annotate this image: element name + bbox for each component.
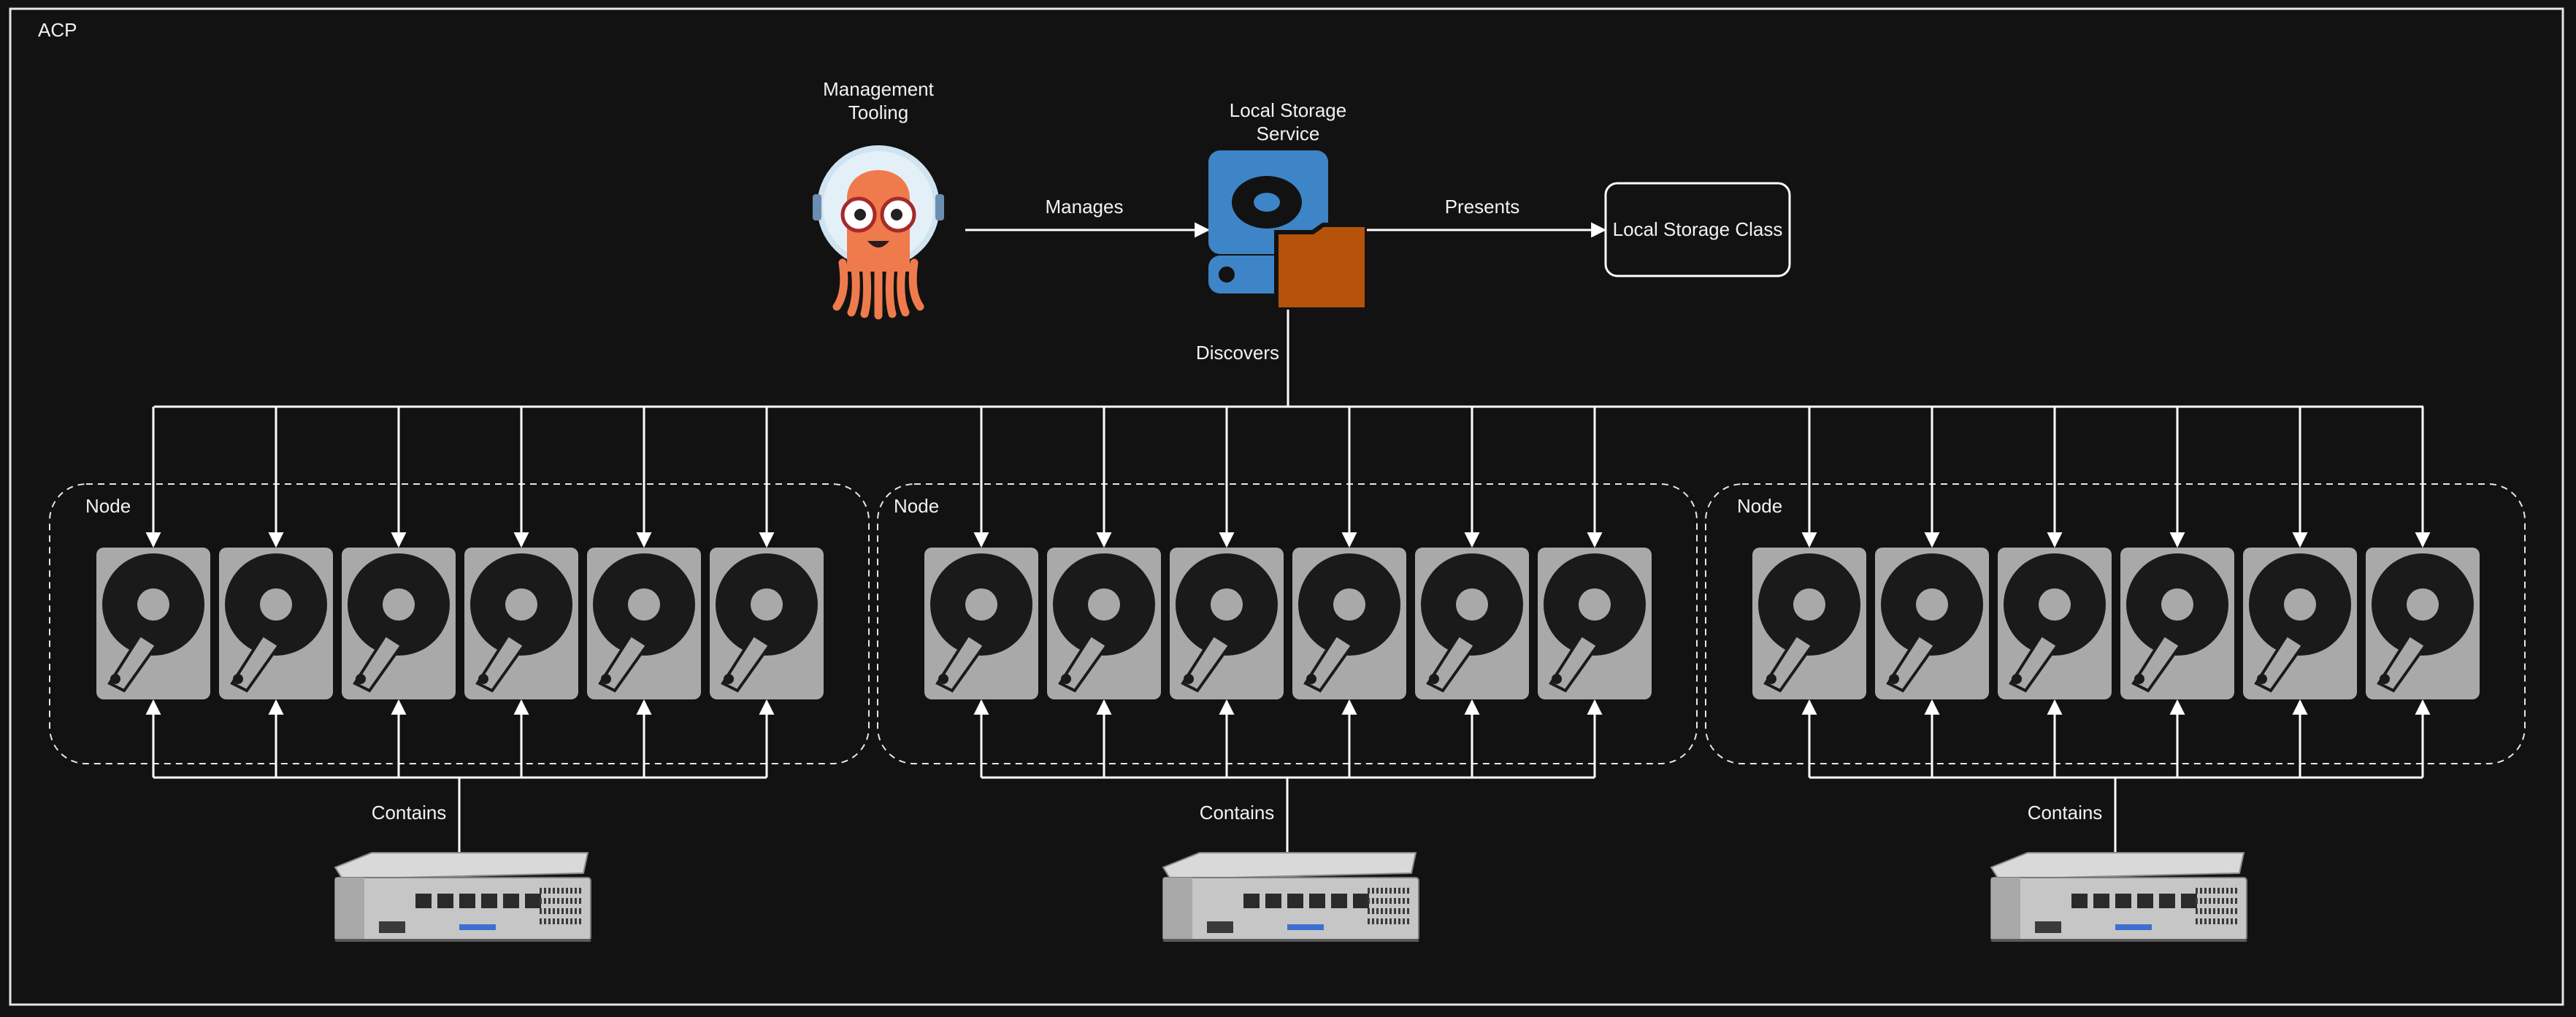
node-container-1: [49, 483, 870, 764]
hard-disk-icon: [1752, 548, 1866, 699]
management-label-line2: Tooling: [848, 101, 908, 123]
hard-disk-icon: [1875, 548, 1989, 699]
octopus-mascot-icon[interactable]: [813, 145, 944, 320]
hard-disk-icon: [2366, 548, 2480, 699]
discovers-label: Discovers: [1196, 342, 1279, 364]
presents-label: Presents: [1445, 196, 1520, 218]
hard-disk-icon: [1415, 548, 1529, 699]
hard-disk-icon: [464, 548, 578, 699]
node-container-3: [1705, 483, 2526, 764]
contains-label-1: Contains: [372, 802, 447, 824]
contains-label-2: Contains: [1200, 802, 1275, 824]
node-label-1: Node: [85, 495, 131, 517]
storage-class-label: Local Storage Class: [1613, 218, 1783, 240]
storage-folder-icon[interactable]: [1208, 150, 1369, 312]
nodes-layer: [49, 407, 2526, 942]
node-group-3: [1705, 407, 2526, 942]
hard-disk-icon: [1170, 548, 1284, 699]
node-group-2: [877, 407, 1698, 942]
server-chassis-icon: [1990, 852, 2247, 942]
hard-disk-icon: [2243, 548, 2357, 699]
hard-disk-icon: [587, 548, 701, 699]
management-label-line1: Management: [823, 78, 935, 100]
manages-label: Manages: [1046, 196, 1124, 218]
node-label-3: Node: [1737, 495, 1782, 517]
storage-service-label-line1: Local Storage: [1230, 99, 1346, 121]
storage-class-box[interactable]: [1604, 182, 1791, 277]
hard-disk-icon: [96, 548, 210, 699]
hard-disk-icon: [219, 548, 333, 699]
node-container-2: [877, 483, 1698, 764]
hard-disk-icon: [1047, 548, 1161, 699]
acp-label: ACP: [38, 19, 77, 41]
hard-disk-icon: [2120, 548, 2234, 699]
hard-disk-icon: [924, 548, 1038, 699]
hard-disk-icon: [342, 548, 456, 699]
server-chassis-icon: [1162, 852, 1419, 942]
node-group-1: [49, 407, 870, 942]
hard-disk-icon: [710, 548, 824, 699]
contains-label-3: Contains: [2028, 802, 2103, 824]
hard-disk-icon: [1292, 548, 1406, 699]
hard-disk-icon: [1538, 548, 1652, 699]
hard-disk-icon: [1998, 548, 2112, 699]
storage-service-label-line2: Service: [1257, 123, 1320, 145]
server-chassis-icon: [334, 852, 591, 942]
node-label-2: Node: [894, 495, 939, 517]
acp-boundary: [9, 7, 2564, 1006]
